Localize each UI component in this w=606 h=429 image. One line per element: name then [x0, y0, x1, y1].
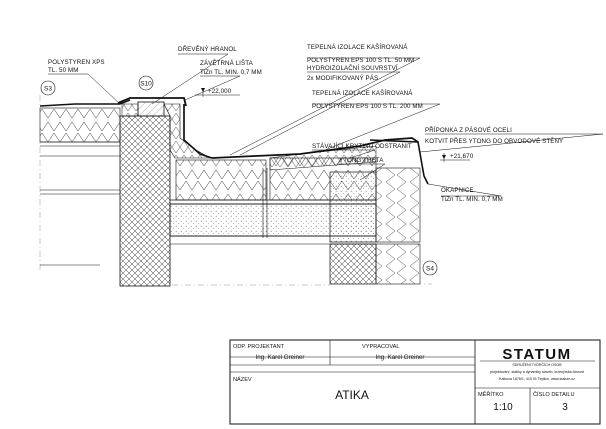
label-priponka-2: KOTVIT PŘES YTONG DO OBVODOVÉ STĚNY	[425, 137, 563, 145]
label-hydroizolacni-1: HYDROIZOLAČNÍ SOUVRSTVÍ	[307, 65, 398, 72]
label-stavajici-krytina: STÁVAJÍCÍ KRYTINU ODSTRANIT	[312, 143, 412, 150]
top-insulation	[121, 103, 139, 117]
logo-subtitle-1: SDRUŽENÍ TVŮRČÍCH OSOB	[512, 362, 562, 367]
section-marker-s10: S10	[138, 75, 154, 91]
label-elevation-right: +21,670	[450, 153, 474, 160]
coping-flashing	[117, 97, 187, 107]
svg-text:S10: S10	[140, 81, 152, 88]
xps-insulation-left	[39, 107, 121, 143]
svg-text:S4: S4	[426, 266, 434, 273]
label-tepelna-izolace-2: TEPELNÁ IZOLACE KAŠÍROVANÁ	[312, 90, 413, 97]
drip-edge-flashing	[369, 139, 429, 185]
ytong-block	[329, 171, 377, 243]
label-zavetrna-lista-spec: TiZn TL. MIN. 0,7 MM	[200, 69, 262, 76]
tb-odp-projektant-name: Ing. Karel Greiner	[256, 354, 305, 361]
eps-insulation-main	[175, 159, 267, 201]
roof-membrane-left	[39, 99, 131, 107]
annotation-labels: POLYSTYREN XPS TL. 50 MM DŘEVĚNÝ HRANOL …	[48, 44, 563, 203]
tb-cislo-detailu-value: 3	[562, 402, 568, 413]
label-elevation-top: +22,000	[208, 88, 232, 95]
tb-odp-projektant-label: ODP. PROJEKTANT	[233, 344, 285, 350]
svg-text:S3: S3	[44, 86, 52, 93]
parapet-sloped-insulation	[163, 103, 212, 159]
facade-insulation	[375, 243, 421, 285]
tb-nazev-label: NÁZEV	[233, 376, 252, 383]
label-tepelna-izolace-2-spec: POLYSTYREN EPS 100 S TL. 200 MM	[312, 103, 423, 110]
label-polystyren-xps-thk: TL. 50 MM	[48, 67, 78, 74]
section-marker-s4: S4	[422, 260, 438, 276]
ytong-insulation	[375, 167, 421, 243]
tb-meritko-value: 1:10	[493, 402, 513, 413]
label-polystyren-xps: POLYSTYREN XPS	[48, 59, 105, 66]
label-dreveny-hranol: DŘEVĚNÝ HRANOL	[178, 45, 237, 53]
elevation-marker-right	[442, 155, 446, 159]
label-hydroizolacni-2: 2x MODIFIKOVANÝ PÁS	[307, 75, 378, 82]
lower-masonry	[329, 243, 377, 285]
tb-nazev-value: ATIKA	[335, 388, 369, 402]
tb-meritko-label: MĚŘÍTKO	[478, 390, 504, 398]
label-okapnice-spec: TiZn TL. MIN. 0,7 MM	[441, 196, 503, 203]
section-marker-s3: S3	[40, 80, 56, 96]
logo-subtitle-2: projektování, statiky a dynamiky staveb,…	[490, 370, 584, 374]
company-logo: STATUM	[502, 346, 571, 363]
logo-subtitle-3: Kalkova 1876/1, 415 01 Teplice, www.stat…	[499, 377, 575, 381]
tb-cislo-detailu-label: ČÍSLO DETAILU	[533, 391, 575, 398]
label-priponka-1: PŘÍPONKA Z PÁSOVÉ OCELI	[425, 126, 512, 134]
tb-vypracoval-label: VYPRACOVAL	[362, 344, 400, 350]
label-okapnice: OKAPNICE	[441, 187, 474, 194]
title-block: ODP. PROJEKTANT Ing. Karel Greiner VYPRA…	[229, 339, 601, 425]
label-tepelna-izolace-1: TEPELNÁ IZOLACE KAŠÍROVANÁ	[307, 44, 408, 51]
label-ytong-theta: YTONG THETA	[339, 157, 384, 164]
parapet-masonry	[119, 115, 171, 287]
tb-vypracoval-name: Ing. Karel Greiner	[376, 354, 425, 361]
construction	[39, 95, 432, 287]
leader-lines	[48, 53, 604, 197]
wooden-beam	[137, 101, 165, 117]
label-zavetrna-lista: ZÁVĚTRNÁ LIŠTA	[200, 59, 254, 67]
elevation-marker-top	[201, 88, 205, 92]
label-tepelna-izolace-1-spec: POLYSTYREN EPS 100 S TL. 50 MM	[307, 57, 414, 64]
